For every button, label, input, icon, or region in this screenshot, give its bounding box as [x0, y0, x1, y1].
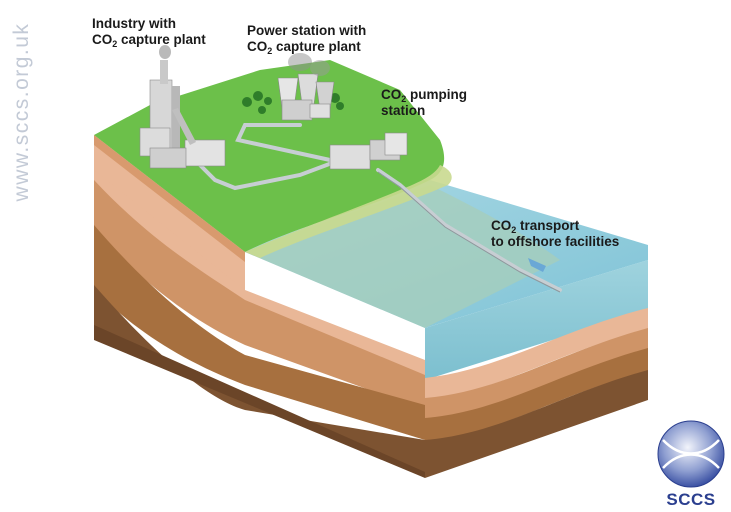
website-watermark: www.sccs.org.uk	[10, 2, 34, 222]
label-transport-line1: CO2 transport	[491, 218, 619, 234]
label-pumping-line1: CO2 pumping	[381, 87, 467, 103]
power-station	[278, 53, 334, 120]
label-pumping-station: CO2 pumping station	[381, 87, 467, 119]
label-power-station: Power station with CO2 capture plant	[247, 23, 366, 55]
label-power-line1: Power station with	[247, 23, 366, 39]
sccs-logo: SCCS	[655, 418, 727, 510]
label-co2-transport: CO2 transport to offshore facilities	[491, 218, 619, 250]
label-pumping-line2: station	[381, 103, 467, 119]
label-industry: Industry with CO2 capture plant	[92, 16, 206, 48]
label-industry-line1: Industry with	[92, 16, 206, 32]
label-power-line2: CO2 capture plant	[247, 39, 366, 55]
sccs-logo-text: SCCS	[655, 490, 727, 510]
label-industry-line2: CO2 capture plant	[92, 32, 206, 48]
label-transport-line2: to offshore facilities	[491, 234, 619, 250]
sccs-logo-globe-icon	[655, 418, 727, 490]
